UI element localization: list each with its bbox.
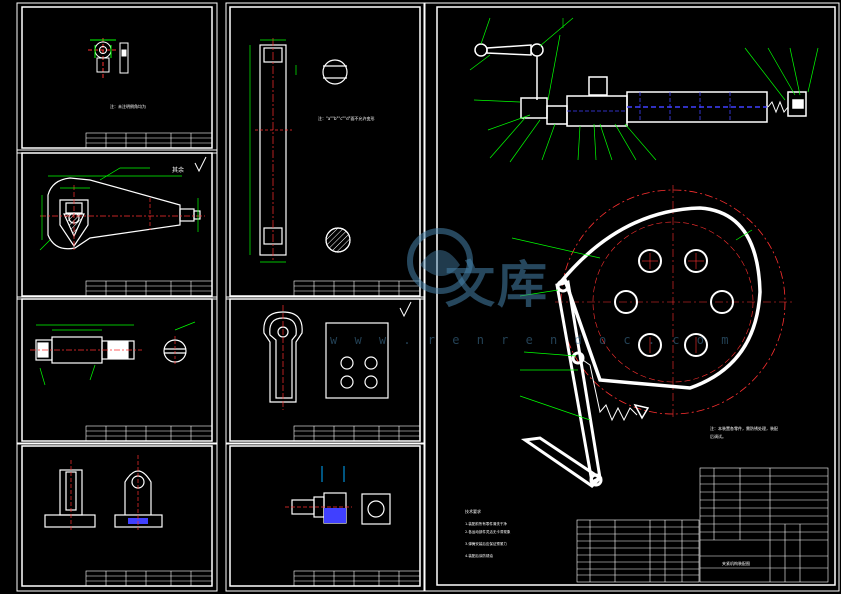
part-bracket-drawing — [44, 455, 163, 530]
part-keyhole-plate-drawing — [263, 305, 389, 410]
part-lug-drawing — [88, 38, 129, 80]
arm-dimensions — [39, 167, 199, 251]
link-dimensions — [249, 39, 297, 263]
subassembly-markers — [321, 466, 345, 482]
main-note: 注：本装置各零件，需防锈处理，装配 — [710, 425, 778, 431]
part-pin-drawing — [30, 336, 187, 366]
parts-list-table — [576, 467, 829, 583]
surface-mark: 其余 — [172, 166, 184, 174]
watermark-url: w w w . r e n r e n d o c . c o m — [330, 333, 734, 347]
part-long-link-drawing — [255, 38, 351, 262]
roughness-symbol — [194, 156, 207, 173]
main-assembly-top-view — [474, 43, 807, 127]
top-view-leaders — [469, 17, 819, 163]
title-block-name: 夹紧机构装配图 — [722, 560, 750, 566]
main-note-2: 后调试。 — [710, 433, 726, 439]
pin-dimensions — [36, 321, 196, 386]
outer-frames — [16, 2, 840, 592]
roughness-symbol-2 — [399, 301, 412, 318]
tech-item-3: 3.弹簧安装后应保证预紧力 — [465, 541, 507, 546]
top-view-hidden-lines — [567, 92, 731, 122]
title-blocks-small — [85, 132, 421, 587]
side-view-leaders — [511, 229, 753, 421]
part-subassembly-drawing — [285, 492, 391, 525]
watermark-cn: 文库 — [445, 255, 549, 314]
main-assembly-side-view — [520, 185, 792, 488]
panel5-note: 注："a""b""c""d"面不允许变形 — [318, 115, 374, 121]
tech-item-4: 4.装配后涂防锈油 — [465, 553, 493, 558]
tech-item-2: 2.各运动部件灵活无卡滞现象 — [465, 529, 511, 534]
panel1-note: 注：未注明倒角均为 — [110, 103, 146, 109]
tech-item-1: 1.装配前所有零件清洗干净 — [465, 521, 507, 526]
part-clamp-arm-drawing — [40, 177, 205, 250]
tech-requirements-title: 技术要求 — [465, 508, 481, 514]
